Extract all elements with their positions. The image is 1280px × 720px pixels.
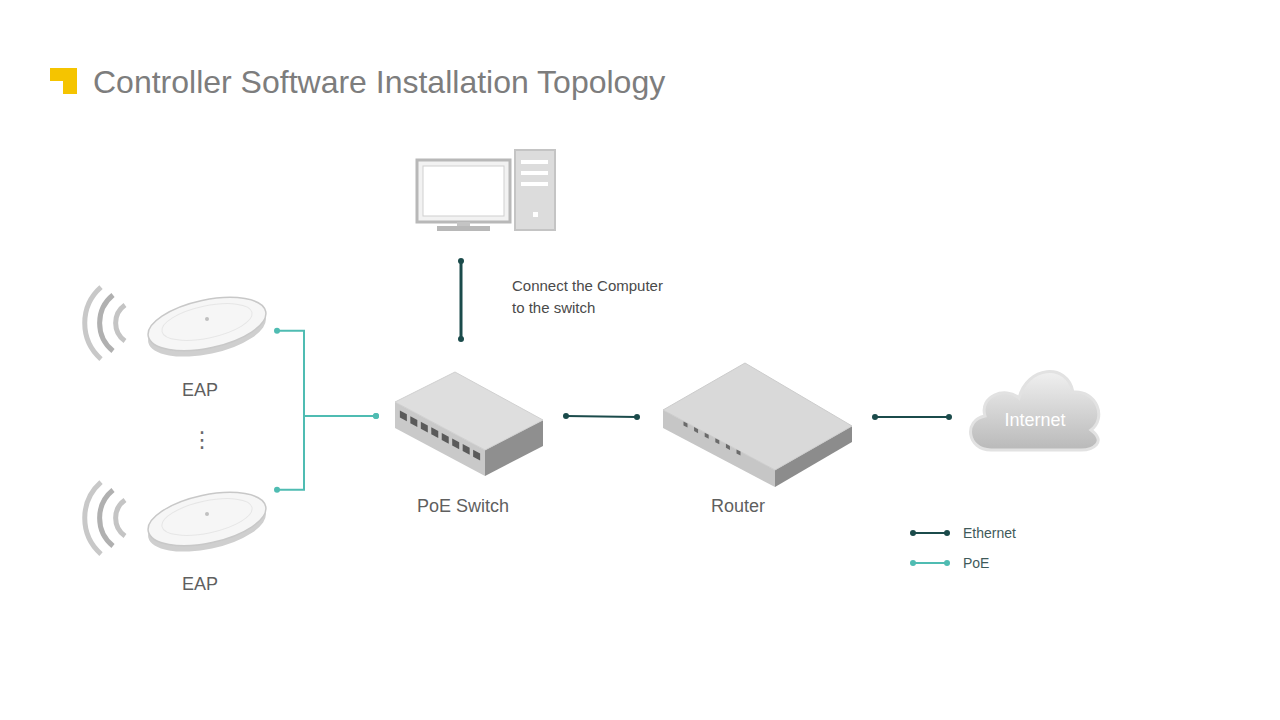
note-label: Connect the Computer to the switch [512,275,672,319]
device-label: Router [638,496,838,516]
device-node: EAP [145,285,277,360]
device-node: Router [637,362,875,472]
network-link [872,414,952,420]
note-label: ⋮ [191,426,211,454]
legend-text: Ethernet [963,525,1016,541]
network-link [274,328,379,419]
device-label: PoE Switch [363,496,563,516]
title-icon [50,68,77,94]
device-label: EAP [100,574,300,594]
legend-text: PoE [963,555,989,571]
device-node: PoE Switch [376,366,566,466]
network-link [274,413,379,493]
device-icon [145,480,277,555]
device-label: Internet [935,410,1135,430]
device-node: EAP [145,480,277,555]
device-icon [637,362,875,472]
computer-link [458,258,464,342]
device-label: EAP [100,380,300,400]
legend-entry: Ethernet [910,523,1016,543]
diagram-title: Controller Software Installation Topolog… [93,64,665,101]
legend-entry: PoE [910,553,989,573]
device-icon [376,366,566,466]
device-node: Internet [949,362,1104,472]
computer-illustration [417,150,555,231]
legend-sample [910,523,956,543]
legend-sample [910,553,956,573]
device-icon [145,285,277,360]
network-link [563,413,640,420]
